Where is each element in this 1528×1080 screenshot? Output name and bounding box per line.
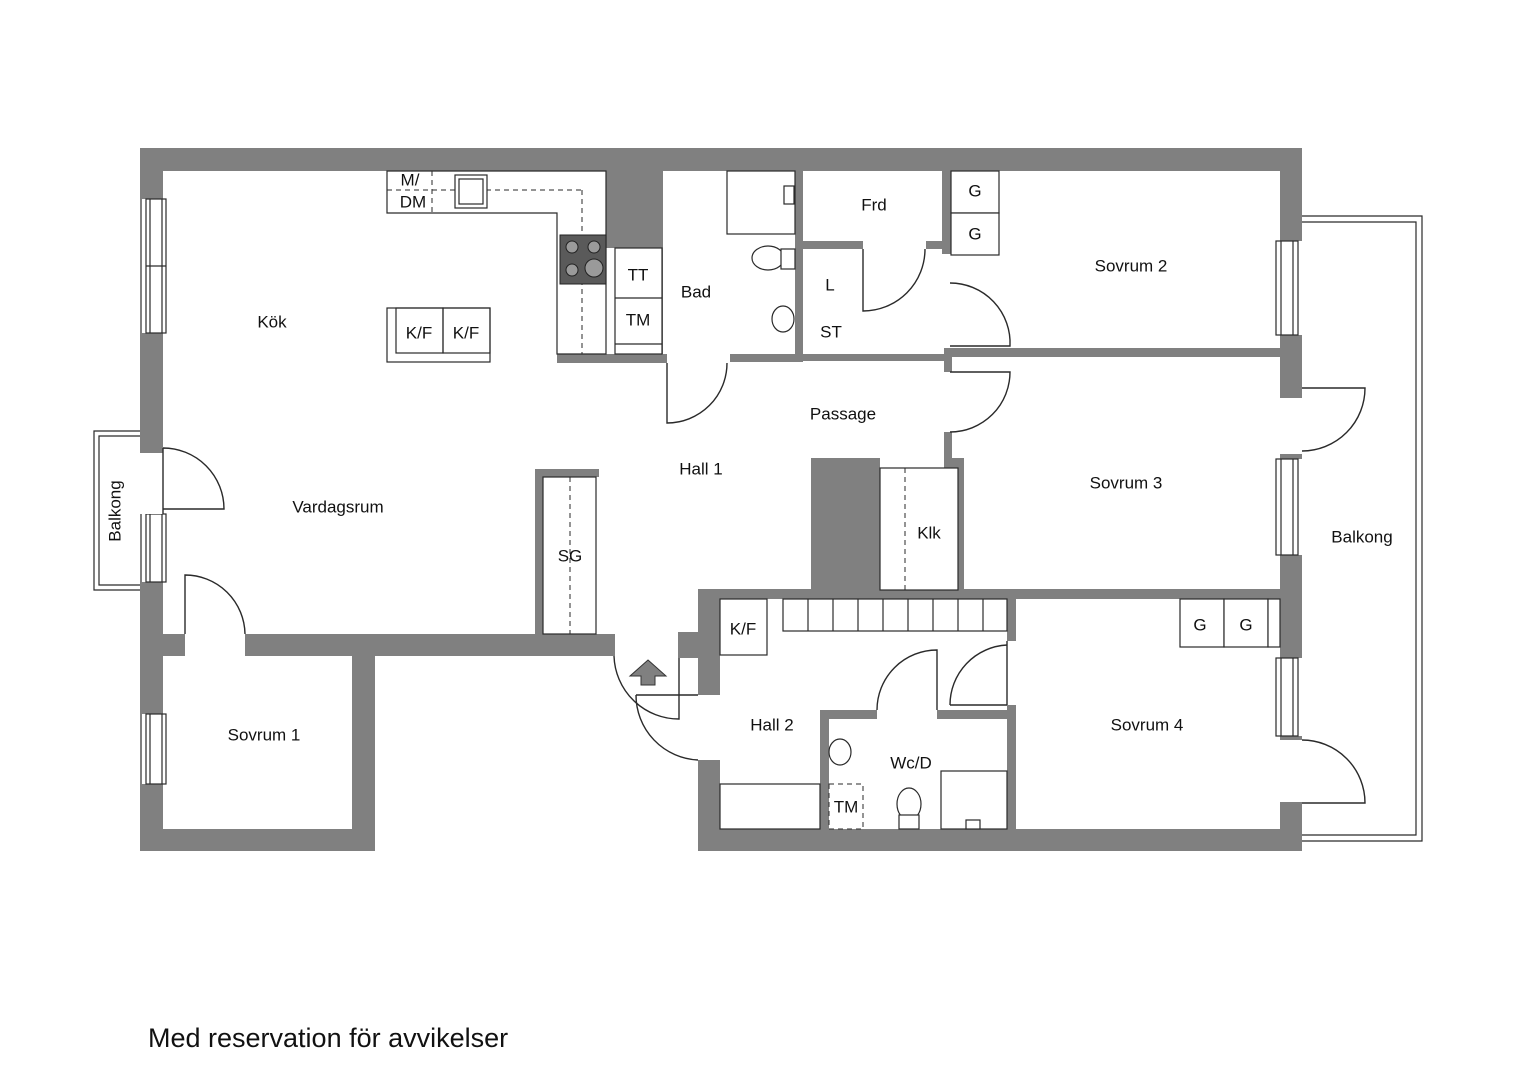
label-sovrum3: Sovrum 3 bbox=[1090, 473, 1163, 492]
label-g-3: G bbox=[1193, 615, 1206, 634]
label-balkong-vast: Balkong bbox=[105, 480, 124, 541]
label-sovrum2: Sovrum 2 bbox=[1095, 256, 1168, 275]
label-hall1: Hall 1 bbox=[679, 459, 722, 478]
wc-fixtures bbox=[828, 738, 1008, 830]
label-kok: Kök bbox=[257, 312, 287, 331]
windows bbox=[142, 198, 1304, 785]
doors bbox=[140, 241, 1366, 804]
toilet-icon bbox=[751, 245, 785, 271]
room-labels: Kök Vardagsrum Balkong Bad Frd L ST Pass… bbox=[105, 195, 1392, 772]
label-passage: Passage bbox=[810, 404, 876, 423]
label-tm-bad: TM bbox=[626, 310, 651, 329]
wardrobes-sovrum2 bbox=[950, 170, 1000, 256]
storage-sg bbox=[542, 476, 597, 635]
entrance-arrow-icon bbox=[628, 659, 668, 686]
storage-klk bbox=[879, 467, 959, 591]
label-klk: Klk bbox=[917, 523, 941, 542]
label-vardagsrum: Vardagsrum bbox=[292, 497, 383, 516]
window-sovrum2 bbox=[1274, 240, 1304, 336]
window-sovrum4 bbox=[1274, 657, 1304, 737]
window-sovrum3 bbox=[1274, 458, 1304, 556]
label-hall2: Hall 2 bbox=[750, 715, 793, 734]
wardrobes-sovrum4 bbox=[1179, 598, 1281, 648]
label-g-2: G bbox=[968, 224, 981, 243]
label-m: M/ bbox=[401, 170, 420, 189]
label-tt: TT bbox=[628, 265, 649, 284]
washbasin-icon bbox=[771, 305, 795, 333]
label-frd: Frd bbox=[861, 195, 887, 214]
label-dm: DM bbox=[400, 192, 426, 211]
label-kf-1: K/F bbox=[406, 323, 432, 342]
label-tm-wc: TM bbox=[834, 797, 859, 816]
label-balkong-ost: Balkong bbox=[1331, 527, 1392, 546]
disclaimer-text: Med reservation för avvikelser bbox=[148, 1023, 509, 1053]
walls bbox=[140, 148, 1302, 851]
fixture-labels: M/ DM K/F K/F K/F TT TM TM G G G G bbox=[400, 170, 1253, 816]
label-l: L bbox=[825, 275, 834, 294]
label-kf-2: K/F bbox=[453, 323, 479, 342]
label-sovrum4: Sovrum 4 bbox=[1111, 715, 1184, 734]
balcony-east-outline bbox=[1302, 215, 1423, 842]
kitchen-fixtures bbox=[386, 170, 607, 363]
balcony-west-outline bbox=[93, 430, 142, 591]
label-wcd: Wc/D bbox=[890, 753, 932, 772]
washbasin-icon bbox=[828, 738, 852, 766]
label-sg: SG bbox=[558, 546, 583, 565]
label-kf-hall2: K/F bbox=[730, 619, 756, 638]
window-living bbox=[142, 513, 170, 583]
window-sovrum1 bbox=[142, 713, 170, 785]
label-g-1: G bbox=[968, 181, 981, 200]
label-st: ST bbox=[820, 322, 842, 341]
label-g-4: G bbox=[1239, 615, 1252, 634]
label-bad: Bad bbox=[681, 282, 711, 301]
bath-fixtures bbox=[726, 170, 796, 333]
hall2-fixtures bbox=[719, 598, 1008, 830]
laundry-fixtures bbox=[614, 247, 663, 355]
label-sovrum1: Sovrum 1 bbox=[228, 725, 301, 744]
window-kitchen bbox=[142, 198, 170, 334]
